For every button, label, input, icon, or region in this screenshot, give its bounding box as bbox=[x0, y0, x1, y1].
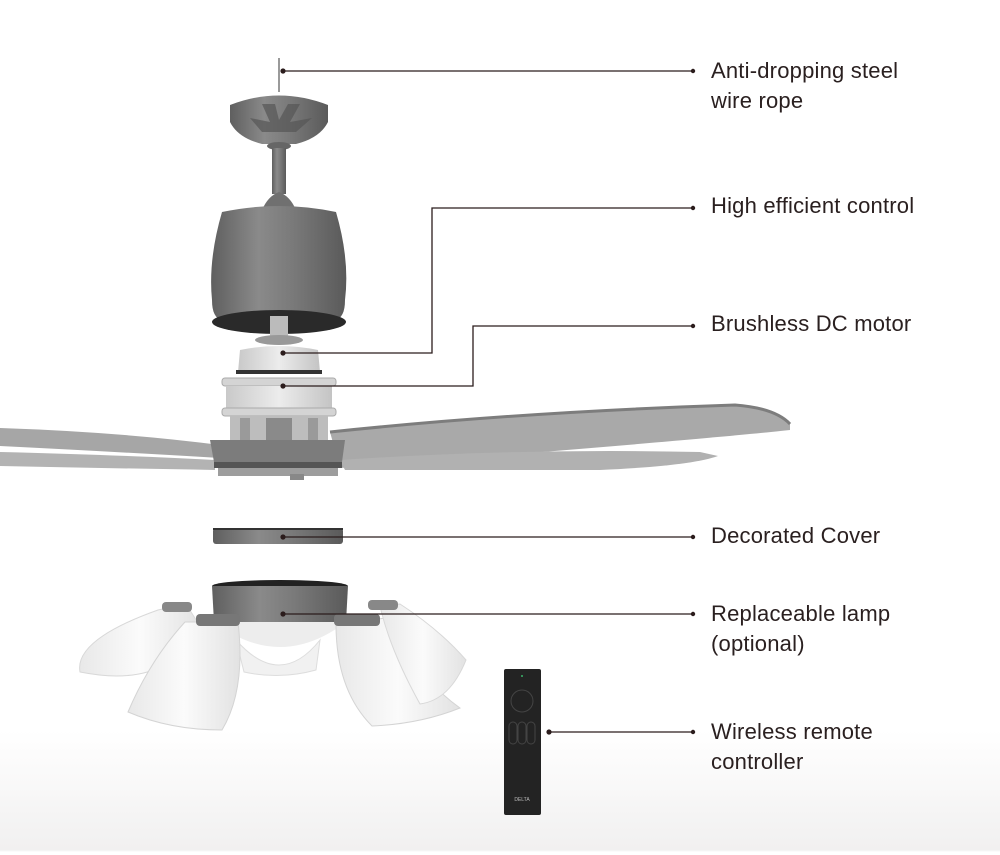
leader-dots bbox=[280, 68, 696, 735]
decorated-cover-part bbox=[213, 528, 343, 544]
callout-line2: controller bbox=[711, 749, 804, 774]
callout-line2: (optional) bbox=[711, 631, 805, 656]
callout-line1: Replaceable lamp bbox=[711, 601, 891, 626]
callout-line1: Brushless DC motor bbox=[711, 311, 912, 336]
callout-line1: Anti-dropping steel bbox=[711, 58, 899, 83]
callout-line1: High efficient control bbox=[711, 193, 915, 218]
svg-text:DELTA: DELTA bbox=[514, 797, 530, 803]
control-housing-part bbox=[236, 346, 322, 374]
callout-wire-rope: Anti-dropping steel wire rope bbox=[711, 56, 898, 116]
callout-line2: wire rope bbox=[711, 88, 804, 113]
callout-line1: Wireless remote bbox=[711, 719, 873, 744]
blade-hub-part bbox=[210, 440, 345, 480]
fan-blades-part bbox=[0, 403, 792, 470]
callout-control: High efficient control bbox=[711, 191, 914, 221]
remote-controller-part: DELTA bbox=[504, 669, 541, 815]
downrod-part bbox=[272, 148, 286, 194]
callout-motor: Brushless DC motor bbox=[711, 309, 911, 339]
callout-line1: Decorated Cover bbox=[711, 523, 881, 548]
callout-cover: Decorated Cover bbox=[711, 521, 880, 551]
upper-housing-part bbox=[211, 192, 347, 345]
canopy-part bbox=[230, 95, 328, 150]
callout-lamp: Replaceable lamp (optional) bbox=[711, 599, 890, 659]
callout-remote: Wireless remote controller bbox=[711, 717, 873, 777]
motor-part bbox=[221, 377, 337, 442]
leader-lines bbox=[283, 70, 693, 733]
lamp-kit-part bbox=[79, 580, 467, 731]
